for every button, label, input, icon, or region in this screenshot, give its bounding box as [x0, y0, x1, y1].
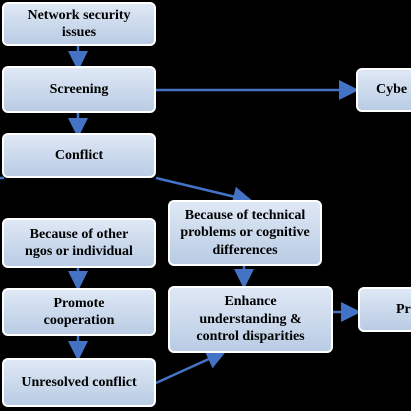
- arrow-unresolved-to-enhance: [155, 350, 227, 385]
- node-conflict: Conflict: [2, 133, 156, 178]
- node-cyber: Cybe: [356, 68, 411, 112]
- node-network-security-issues: Network security issues: [2, 2, 156, 46]
- node-technical-problems: Because of technical problems or cogniti…: [168, 200, 322, 266]
- node-promote-cooperation: Promote cooperation: [2, 288, 156, 336]
- node-screening: Screening: [2, 66, 156, 113]
- node-enhance-understanding: Enhance understanding & control disparit…: [168, 286, 333, 353]
- node-pr: Pr: [358, 287, 411, 332]
- node-other-ngos: Because of other ngos or individual: [2, 218, 156, 268]
- node-unresolved-conflict: Unresolved conflict: [2, 358, 156, 407]
- arrow-conflict-to-technical: [155, 176, 253, 207]
